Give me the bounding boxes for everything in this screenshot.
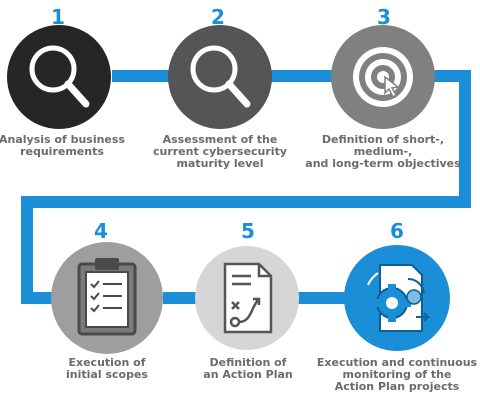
step-5-number: 5 [241, 219, 255, 243]
step-2-circle [168, 25, 272, 129]
step-6-circle [344, 245, 450, 351]
monitoring-gears-icon [367, 264, 431, 332]
clipboard-checklist-icon [77, 258, 137, 336]
step-3-label: Definition of short-,medium-,and long-te… [305, 133, 461, 170]
step-1-circle [7, 25, 111, 129]
step-3-circle [331, 25, 435, 129]
step-3-number: 3 [377, 5, 391, 29]
magnifier-icon [29, 45, 90, 108]
step-4-number: 4 [94, 219, 108, 243]
step-4-circle [51, 242, 163, 354]
target-icon [353, 47, 413, 107]
magnifier-icon [190, 45, 251, 108]
document-plan-icon [223, 262, 273, 334]
step-5-circle [195, 246, 299, 350]
step-6-number: 6 [390, 219, 404, 243]
step-2-number: 2 [211, 5, 225, 29]
step-1-number: 1 [51, 5, 65, 29]
